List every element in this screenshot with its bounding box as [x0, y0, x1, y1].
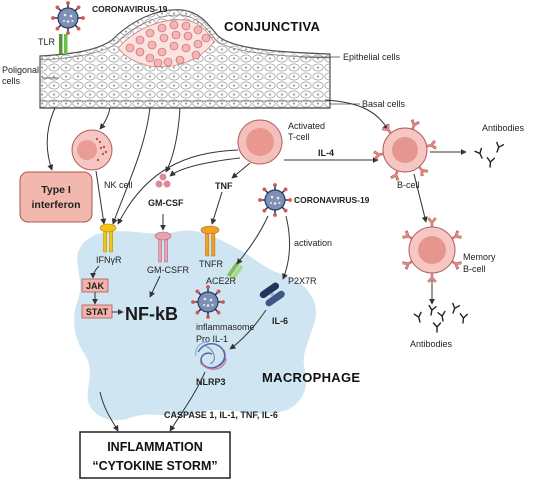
coronavirus-top-label: CORONAVIRUS-19 — [92, 4, 168, 14]
p2x7r-receptor-icon — [259, 282, 285, 307]
coronavirus-mid-label: CORONAVIRUS-19 — [294, 195, 370, 205]
macrophage-arrows — [90, 215, 291, 432]
stat-label: STAT — [86, 307, 109, 317]
gm-csf-label: GM-CSF — [148, 198, 184, 208]
antibody-icon — [413, 302, 468, 333]
gm-csf-molecules — [155, 173, 171, 188]
antibody-icon — [474, 141, 505, 169]
basal-cells-label: Basal cells — [362, 99, 406, 109]
gmcsfr-label: GM-CSFR — [147, 265, 189, 275]
type1-interferon-box: Type I interferon — [19, 171, 93, 223]
p2x7r-label: P2X7R — [288, 276, 317, 286]
epithelial-cells-label: Epithelial cells — [343, 52, 401, 62]
inflammation-box: INFLAMMATION “CYTOKINE STORM” — [79, 431, 231, 479]
tlr-label: TLR — [38, 37, 56, 47]
cytokine-storm-label: “CYTOKINE STORM” — [92, 459, 217, 473]
virus-icon — [50, 0, 86, 36]
tnfr-receptor-icon — [200, 225, 220, 257]
activated-t-cell — [237, 119, 283, 165]
macrophage-label: MACROPHAGE — [262, 370, 360, 385]
tnf-label: TNF — [215, 181, 233, 191]
nfkb-label: NF-kB — [125, 304, 178, 324]
inflammasome-label: inflammasome — [196, 322, 255, 332]
poligonal-cells-label-line2: cells — [2, 76, 21, 86]
ace2r-receptor-icon — [226, 261, 244, 280]
conjunctiva-title: CONJUNCTIVA — [224, 19, 321, 34]
virus-icon — [257, 182, 293, 218]
poligonal-cells-label-line1: Poligonal — [2, 65, 39, 75]
pathway-arrows — [46, 99, 467, 305]
jak-box: JAK — [81, 278, 109, 293]
caspase-output-label: CASPASE 1, IL-1, TNF, IL-6 — [164, 410, 278, 420]
memory-b-cell-label-line1: Memory — [463, 252, 496, 262]
memory-b-cell-label-line2: B-cell — [463, 264, 486, 274]
nk-cell-label: NK cell — [104, 180, 133, 190]
tnfr-label: TNFR — [199, 259, 223, 269]
b-cell — [372, 118, 438, 182]
tlr-receptor-icon — [59, 34, 68, 54]
pro-il1-label: Pro IL-1 — [196, 334, 228, 344]
infected-epithelial-region — [117, 19, 215, 68]
stat-box: STAT — [81, 304, 113, 319]
ifngr-receptor-icon — [99, 223, 117, 253]
ifngr-label: IFNγR — [96, 255, 122, 265]
nlrp3-label: NLRP3 — [196, 377, 226, 387]
type1-interferon-label-line2: interferon — [31, 199, 80, 211]
type1-interferon-label-line1: Type I — [41, 184, 71, 196]
macrophage-cell — [74, 230, 316, 421]
b-cell-label: B-cell — [397, 180, 420, 190]
il6-label: IL-6 — [272, 316, 288, 326]
ace2r-label: ACE2R — [206, 276, 237, 286]
virus-icon — [190, 284, 226, 320]
jak-label: JAK — [86, 281, 105, 291]
antibodies-bottom-label: Antibodies — [410, 339, 453, 349]
t-cell-label-line2: T-cell — [288, 132, 310, 142]
activation-label: activation — [294, 238, 332, 248]
antibodies-top-label: Antibodies — [482, 123, 525, 133]
memory-b-cell — [401, 217, 463, 283]
inflammation-label: INFLAMMATION — [107, 440, 203, 454]
il4-label: IL-4 — [318, 148, 334, 158]
t-cell-label-line1: Activated — [288, 121, 325, 131]
gmcsfr-receptor-icon — [154, 231, 172, 263]
nk-cell — [71, 129, 113, 171]
nlrp3-complex — [195, 341, 227, 370]
